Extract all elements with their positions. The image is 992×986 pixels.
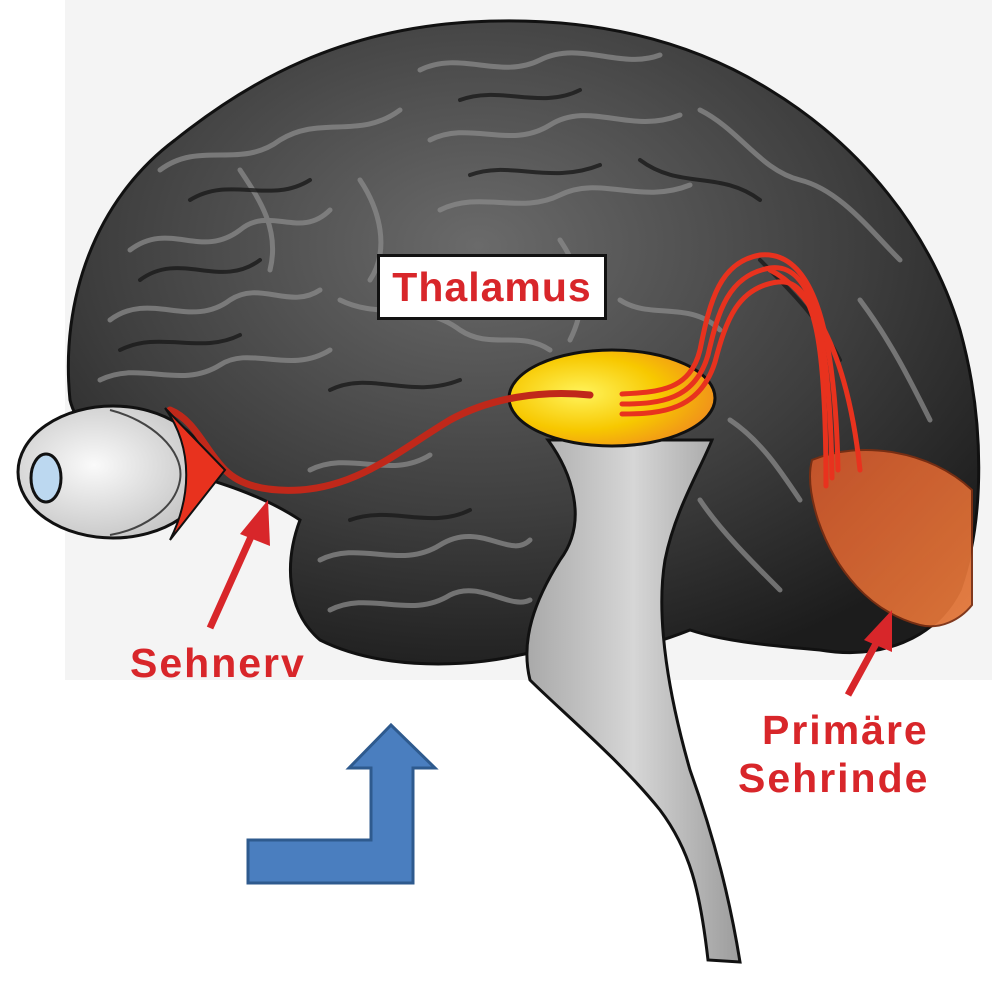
blue-bent-arrow xyxy=(248,725,435,883)
primary-visual-cortex-label-line2: Sehrinde xyxy=(738,755,929,802)
optic-nerve-label: Sehnerv xyxy=(130,640,306,687)
primary-visual-cortex-label-line1: Primäre xyxy=(762,707,929,754)
thalamus-label: Thalamus xyxy=(392,264,591,311)
eye-lens xyxy=(31,454,61,502)
thalamus-label-box: Thalamus xyxy=(377,254,607,320)
thalamus-shape xyxy=(509,350,715,446)
